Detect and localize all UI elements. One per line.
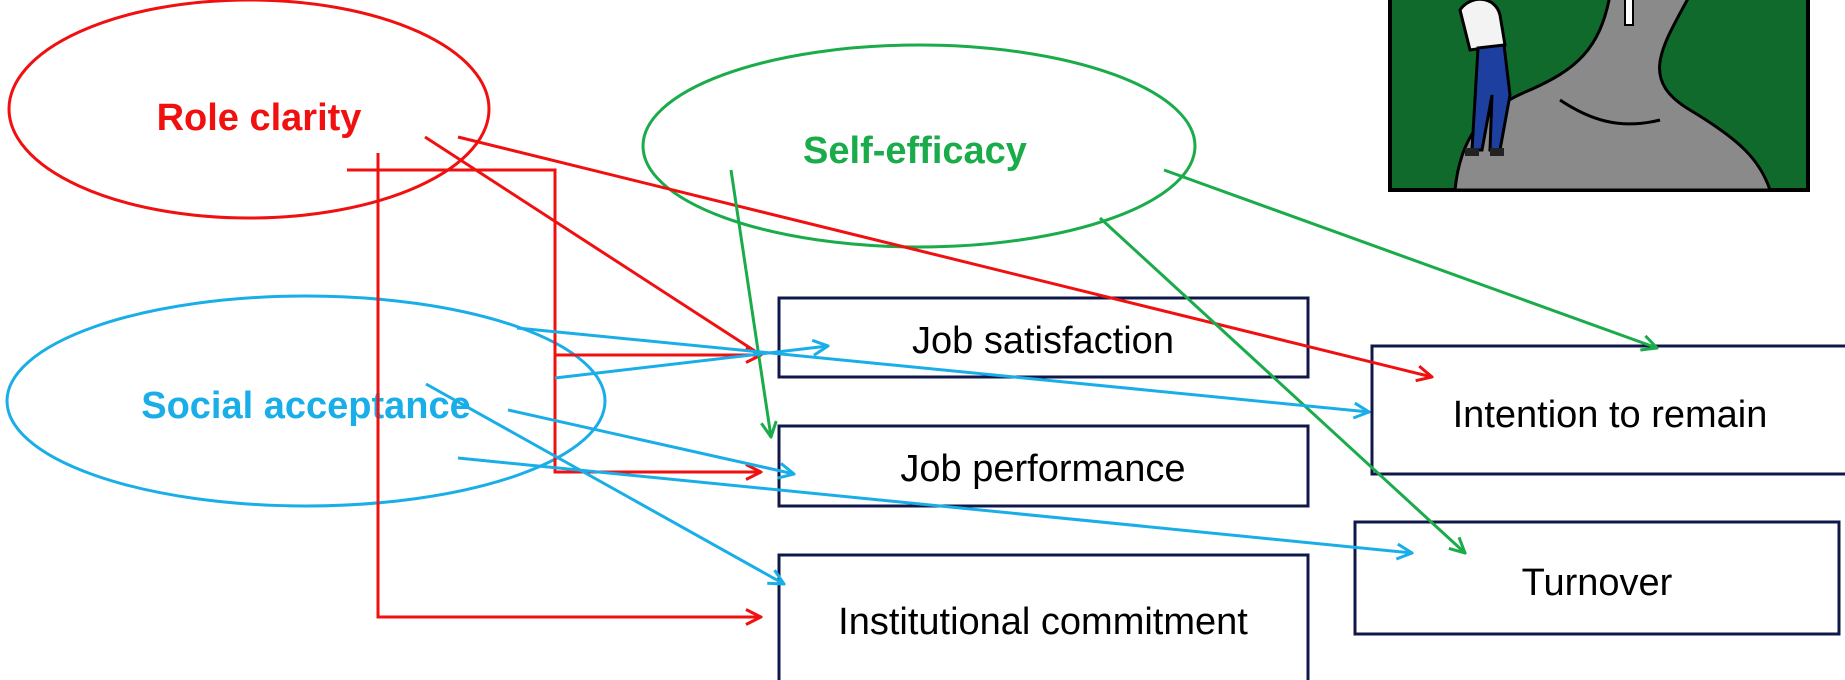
arrow-self-efficacy-to-turnover — [1098, 216, 1465, 553]
arrow-social-acceptance-to-job-performance — [507, 408, 794, 474]
arrow-role-clarity-to-intention-to-remain — [457, 135, 1432, 377]
ellipse-role-clarity: Role clarity — [7, 0, 491, 220]
self-efficacy-label: Self-efficacy — [803, 130, 1027, 172]
role-clarity-label: Role clarity — [157, 97, 362, 139]
ellipse-self-efficacy: Self-efficacy — [641, 43, 1197, 249]
arrow-self-efficacy-to-intention-to-remain — [1163, 168, 1657, 348]
arrow-role-clarity-diagonal — [424, 135, 762, 357]
arrow-role-clarity-to-institutional-commitment — [376, 153, 761, 617]
outcome-box-job-satisfaction: Job satisfaction — [777, 296, 1310, 379]
arrow-social-acceptance-to-turnover — [457, 456, 1412, 553]
job-satisfaction-label: Job satisfaction — [912, 320, 1174, 362]
social-acceptance-label: Social acceptance — [141, 385, 471, 427]
outcome-box-institutional-commitment: Institutional commitment — [777, 553, 1310, 680]
job-performance-label: Job performance — [900, 448, 1185, 490]
arrow-role-clarity-to-job-performance — [553, 355, 761, 472]
intention-to-remain-label: Intention to remain — [1453, 394, 1768, 436]
arrow-role-clarity-to-job-satisfaction — [347, 168, 761, 355]
arrow-social-acceptance-to-institutional-commitment — [425, 382, 784, 584]
outcome-box-intention-to-remain: Intention to remain — [1370, 344, 1845, 476]
arrow-social-acceptance-to-intention-to-remain — [516, 326, 1369, 412]
turnover-label: Turnover — [1522, 562, 1673, 604]
institutional-commitment-label: Institutional commitment — [838, 601, 1248, 643]
ellipse-social-acceptance: Social acceptance — [5, 294, 607, 508]
outcome-box-job-performance: Job performance — [777, 424, 1310, 508]
arrow-self-efficacy-to-job-performance — [729, 169, 771, 437]
man-at-crossroads-icon — [1388, 0, 1810, 192]
outcome-box-turnover: Turnover — [1353, 520, 1841, 636]
arrow-social-acceptance-to-job-satisfaction — [554, 346, 828, 380]
